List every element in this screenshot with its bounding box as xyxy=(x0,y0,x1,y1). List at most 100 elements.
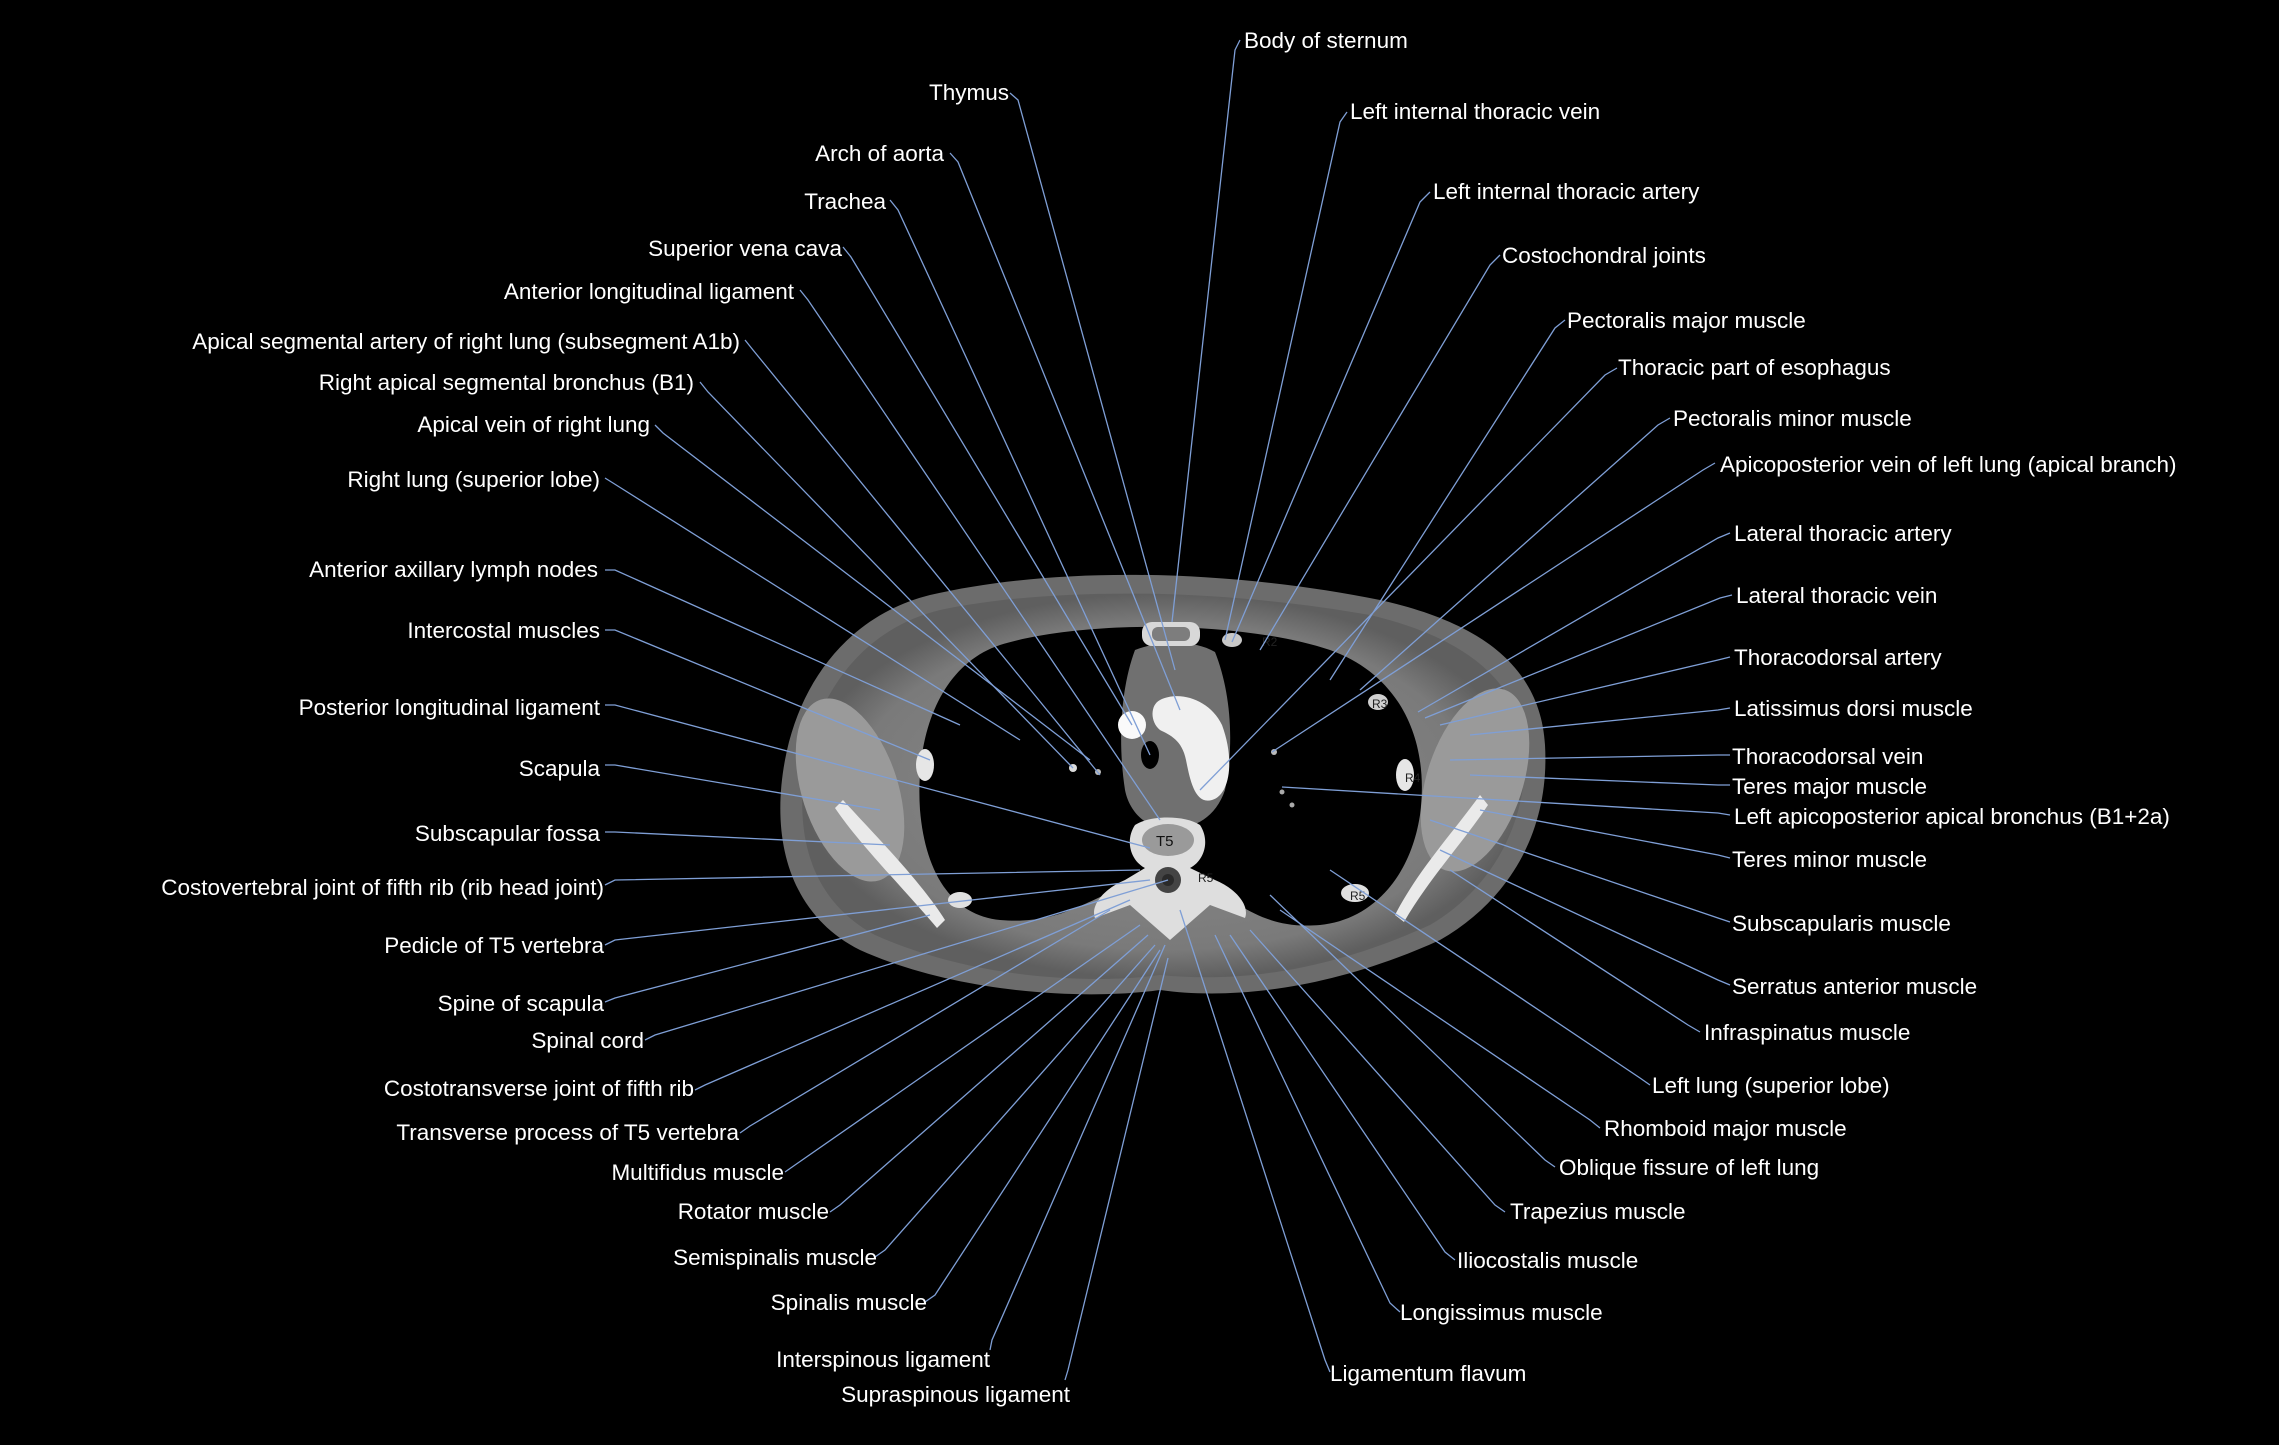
vertebra-label: T5 xyxy=(1156,833,1174,850)
label-subscapularis: Subscapularis muscle xyxy=(1732,911,1951,936)
leader-line xyxy=(604,477,1021,741)
rib-label: R2 xyxy=(1262,635,1278,649)
aortic-arch xyxy=(1152,696,1230,801)
labels-right: Body of sternum Left internal thoracic v… xyxy=(1244,28,2177,1386)
label-scapula: Scapula xyxy=(519,756,601,781)
label-left-lung-superior-lobe: Left lung (superior lobe) xyxy=(1652,1073,1890,1098)
label-thoracodorsal-vein: Thoracodorsal vein xyxy=(1732,744,1923,769)
leader-line xyxy=(1479,809,1731,859)
label-teres-minor: Teres minor muscle xyxy=(1732,847,1927,872)
rib xyxy=(948,892,972,908)
label-costochondral-joints: Costochondral joints xyxy=(1502,243,1706,268)
leader-line xyxy=(744,339,1101,776)
label-thoracodorsal-artery: Thoracodorsal artery xyxy=(1734,645,1942,670)
label-body-of-sternum: Body of sternum xyxy=(1244,28,1408,53)
leader-line xyxy=(694,899,1131,1091)
leader-line xyxy=(605,831,891,846)
leader-line xyxy=(1229,934,1456,1261)
label-trapezius: Trapezius muscle xyxy=(1510,1199,1685,1224)
vertebral-body-center xyxy=(1142,824,1194,856)
leader-line xyxy=(924,949,1161,1303)
leader-line xyxy=(605,629,931,761)
leader-line xyxy=(1279,909,1601,1129)
leader-line xyxy=(1429,819,1731,923)
leader-line xyxy=(1064,957,1169,1381)
rib xyxy=(916,749,934,781)
leader-line xyxy=(604,914,931,1003)
leader-line xyxy=(1329,869,1651,1086)
leader-line xyxy=(1214,934,1401,1313)
label-intercostal-muscles: Intercostal muscles xyxy=(407,618,600,643)
leader-line xyxy=(1249,929,1506,1213)
leader-line xyxy=(1417,532,1731,713)
leader-line xyxy=(1171,39,1241,623)
label-lateral-thoracic-artery: Lateral thoracic artery xyxy=(1734,521,1952,546)
rib xyxy=(1396,759,1414,791)
leader-line xyxy=(1439,849,1731,986)
leader-line xyxy=(1179,909,1331,1373)
leader-line xyxy=(1199,367,1618,791)
leader-line xyxy=(644,879,1169,1041)
leader-line xyxy=(1449,869,1701,1033)
label-costotransverse-joint: Costotransverse joint of fifth rib xyxy=(384,1076,694,1101)
leader-line xyxy=(739,909,1111,1134)
rib-label: R5 xyxy=(1198,871,1214,885)
label-transverse-process-t5: Transverse process of T5 vertebra xyxy=(396,1120,739,1145)
label-left-apicoposterior-bronchus: Left apicoposterior apical bronchus (B1+… xyxy=(1734,804,2170,829)
leader-line xyxy=(1469,774,1730,786)
label-left-internal-thoracic-vein: Left internal thoracic vein xyxy=(1350,99,1600,124)
label-thymus: Thymus xyxy=(929,80,1009,105)
leader-line xyxy=(784,924,1141,1173)
sternum-marrow xyxy=(1152,627,1190,641)
label-right-lung-superior-lobe: Right lung (superior lobe) xyxy=(347,467,600,492)
leader-line xyxy=(1009,92,1176,671)
rib-label: R5 xyxy=(1350,889,1366,903)
label-pedicle-t5: Pedicle of T5 vertebra xyxy=(384,933,604,958)
leader-line xyxy=(1231,191,1431,643)
label-multifidus-muscle: Multifidus muscle xyxy=(611,1160,784,1185)
leader-line xyxy=(1469,707,1731,736)
leader-line xyxy=(1359,417,1671,691)
label-interspinous-ligament: Interspinous ligament xyxy=(776,1347,991,1372)
label-anterior-axillary-lymph-nodes: Anterior axillary lymph nodes xyxy=(309,557,598,582)
label-semispinalis-muscle: Semispinalis muscle xyxy=(673,1245,877,1270)
leader-line xyxy=(1329,319,1566,681)
leader-line xyxy=(949,152,1181,711)
rib xyxy=(1341,884,1369,902)
leader-line xyxy=(1271,462,1716,753)
leader-line xyxy=(799,289,1161,821)
label-apicoposterior-vein: Apicoposterior vein of left lung (apical… xyxy=(1720,452,2177,477)
label-spinalis-muscle: Spinalis muscle xyxy=(771,1290,927,1315)
labels-left: Thymus Arch of aorta Trachea Superior ve… xyxy=(161,80,1070,1407)
label-longissimus: Longissimus muscle xyxy=(1400,1300,1603,1325)
leader-line xyxy=(605,704,1151,849)
label-iliocostalis: Iliocostalis muscle xyxy=(1457,1248,1638,1273)
label-serratus-anterior: Serratus anterior muscle xyxy=(1732,974,1977,999)
label-thoracic-esophagus: Thoracic part of esophagus xyxy=(1618,355,1891,380)
label-apical-segmental-artery: Apical segmental artery of right lung (s… xyxy=(192,329,740,354)
label-lateral-thoracic-vein: Lateral thoracic vein xyxy=(1736,583,1937,608)
leader-line xyxy=(874,944,1156,1258)
label-latissimus-dorsi: Latissimus dorsi muscle xyxy=(1734,696,1973,721)
label-infraspinatus: Infraspinatus muscle xyxy=(1704,1020,1910,1045)
label-ligamentum-flavum: Ligamentum flavum xyxy=(1330,1361,1526,1386)
label-apical-vein-right-lung: Apical vein of right lung xyxy=(417,412,650,437)
leader-line xyxy=(1269,894,1556,1168)
label-trachea: Trachea xyxy=(804,189,886,214)
leader-line xyxy=(1259,254,1501,651)
label-anterior-longitudinal-ligament: Anterior longitudinal ligament xyxy=(504,279,795,304)
ct-slice: T5 R2 R3 R4 R5 R5 xyxy=(780,574,1546,995)
leader-line xyxy=(889,199,1151,756)
label-costovertebral-joint: Costovertebral joint of fifth rib (rib h… xyxy=(161,875,604,900)
rib xyxy=(1368,694,1388,710)
label-supraspinous-ligament: Supraspinous ligament xyxy=(841,1382,1071,1407)
leader-line xyxy=(1224,111,1348,641)
leader-line xyxy=(1424,594,1733,719)
leader-lines xyxy=(604,39,1733,1381)
rib-label: R4 xyxy=(1405,771,1421,785)
label-right-apical-segmental-bronchus: Right apical segmental bronchus (B1) xyxy=(319,370,694,395)
leader-line xyxy=(989,944,1166,1351)
label-teres-major: Teres major muscle xyxy=(1732,774,1927,799)
rib-label: R3 xyxy=(1372,697,1388,711)
label-subscapular-fossa: Subscapular fossa xyxy=(415,821,601,846)
